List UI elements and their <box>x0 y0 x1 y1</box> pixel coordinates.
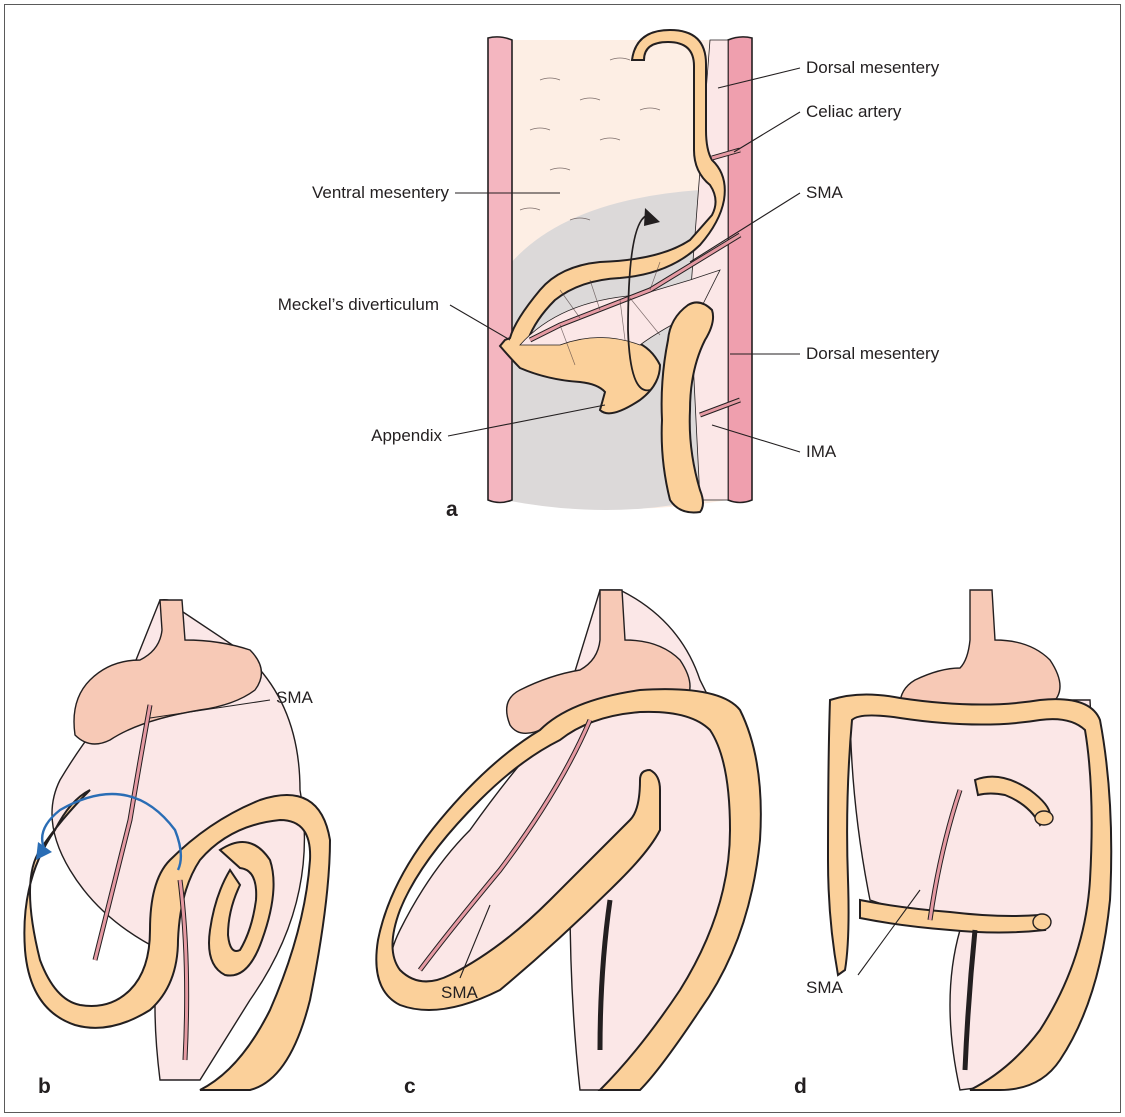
panel-d-jejunum-end <box>1033 914 1051 930</box>
label-celiac-artery: Celiac artery <box>806 102 902 121</box>
label-sma-d: SMA <box>806 978 844 997</box>
panel-letter-d: d <box>794 1075 807 1098</box>
ventral-body-wall <box>488 37 512 503</box>
panel-letter-c: c <box>404 1075 416 1098</box>
panel-d-ileum-end <box>1035 811 1053 825</box>
panel-letter-b: b <box>38 1075 51 1098</box>
label-appendix: Appendix <box>371 426 442 445</box>
label-dorsal-mesentery-top: Dorsal mesentery <box>806 58 940 77</box>
label-meckels-diverticulum: Meckel’s diverticulum <box>278 295 439 314</box>
panel-b: SMA b <box>24 600 330 1098</box>
label-ventral-mesentery: Ventral mesentery <box>312 183 450 202</box>
dorsal-body-wall <box>728 37 752 503</box>
label-sma-c: SMA <box>441 983 479 1002</box>
panel-c: SMA c <box>376 590 761 1098</box>
label-ima: IMA <box>806 442 837 461</box>
label-dorsal-mesentery-bottom: Dorsal mesentery <box>806 344 940 363</box>
panel-a: Dorsal mesentery Celiac artery Ventral m… <box>278 30 940 521</box>
panel-letter-a: a <box>446 498 458 521</box>
panel-d: SMA d <box>794 590 1111 1098</box>
label-sma-a: SMA <box>806 183 844 202</box>
label-sma-b: SMA <box>276 688 314 707</box>
